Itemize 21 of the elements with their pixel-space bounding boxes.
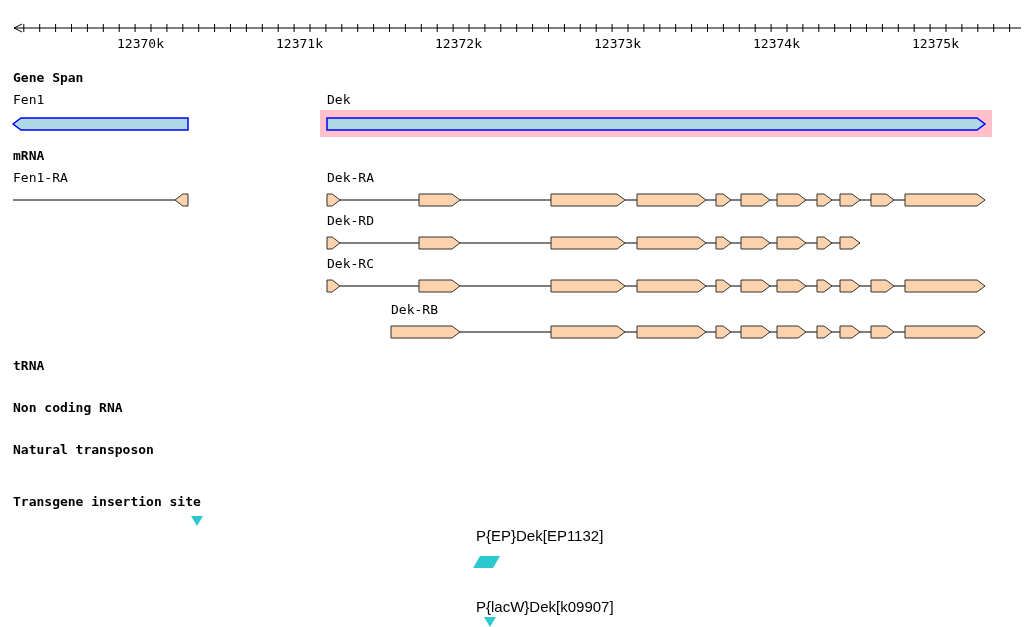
transcript-label: Fen1-RA [13,170,68,185]
axis-tick-label: 12375k [912,36,959,51]
axis-tick-label: 12373k [594,36,641,51]
transcript-label: Dek-RC [327,256,374,271]
track-heading: Natural transposon [13,442,154,457]
axis-tick-label: 12374k [753,36,800,51]
track-heading: Non coding RNA [13,400,123,415]
axis-tick-label: 12372k [435,36,482,51]
axis-tick-label: 12370k [117,36,164,51]
insertion-label: P{EP}Dek[EP1132] [476,527,604,544]
transcript-label: Dek-RA [327,170,374,185]
track-heading: mRNA [13,148,45,163]
axis-tick-label: 12371k [276,36,323,51]
track-heading: Gene Span [13,70,84,85]
gene-label: Dek [327,92,351,107]
track-heading: tRNA [13,358,45,373]
insertion-label: P{lacW}Dek[k09907] [476,598,614,615]
transcript-label: Dek-RD [327,213,374,228]
gene-label: Fen1 [13,92,45,107]
transcript-label: Dek-RB [391,302,438,317]
track-heading: Transgene insertion site [13,494,201,509]
